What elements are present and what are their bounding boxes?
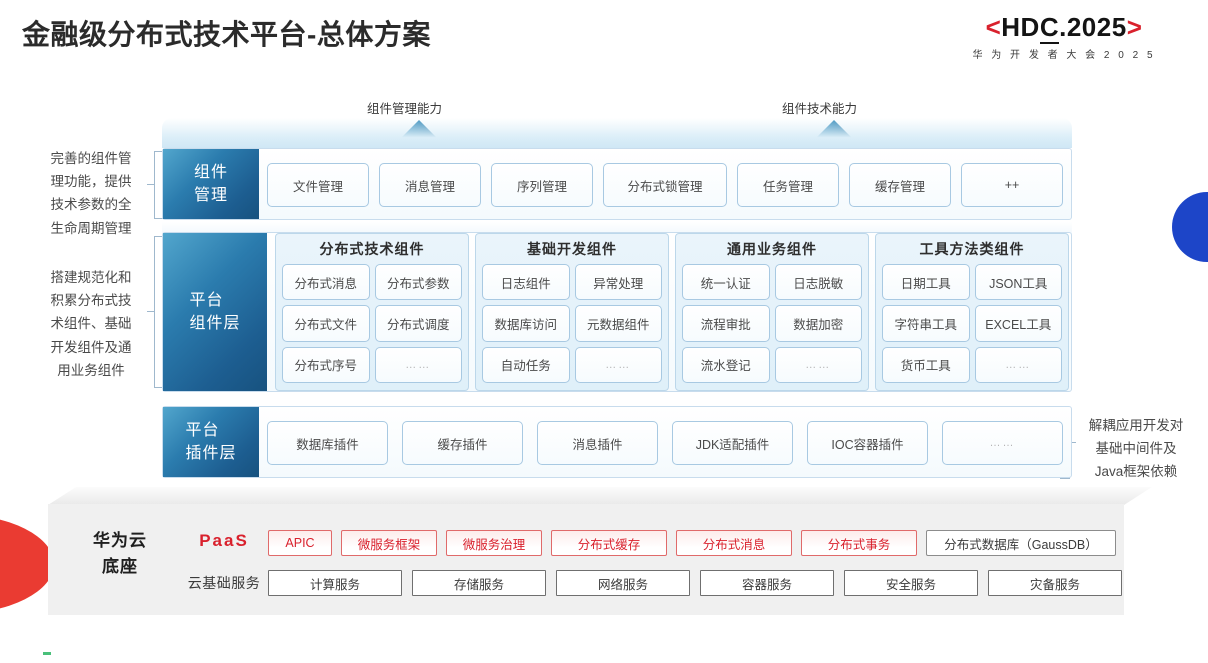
logo-text-c: C <box>1039 12 1060 44</box>
platform-component-layer-row: 平台 组件层 分布式技术组件 分布式消息 分布式参数 分布式文件 分布式调度 分… <box>162 232 1072 392</box>
chip-message-plugin[interactable]: 消息插件 <box>537 421 658 465</box>
chip-more-common-business[interactable]: …… <box>774 346 862 383</box>
paas-chip-distributed-cache[interactable]: 分布式缓存 <box>551 530 667 556</box>
chip-more-tool-method[interactable]: …… <box>974 346 1062 383</box>
cloud-chip-container-service[interactable]: 容器服务 <box>700 570 834 596</box>
chip-distributed-message[interactable]: 分布式消息 <box>282 264 370 301</box>
chip-add-more[interactable]: ++ <box>961 163 1063 207</box>
arrow-label-component-management: 组件管理能力 <box>367 102 443 116</box>
annotation-left-bottom: 搭建规范化和 积累分布式技 术组件、基础 开发组件及通 用业务组件 <box>50 270 132 378</box>
platform-component-layer-side-label: 平台 组件层 <box>163 233 267 391</box>
paas-chip-distributed-database[interactable]: 分布式数据库（GaussDB） <box>926 530 1116 556</box>
cloud-chip-dr-service[interactable]: 灾备服务 <box>988 570 1122 596</box>
chip-distributed-parameter[interactable]: 分布式参数 <box>374 264 462 301</box>
chip-metadata-component[interactable]: 元数据组件 <box>574 305 662 342</box>
bracket-nub-top <box>147 184 154 186</box>
chip-file-management[interactable]: 文件管理 <box>267 163 369 207</box>
chip-json-tool[interactable]: JSON工具 <box>974 264 1062 301</box>
chip-distributed-sequence[interactable]: 分布式序号 <box>282 346 370 383</box>
logo-bracket-right-icon: > <box>1126 12 1143 42</box>
paas-chip-distributed-transaction[interactable]: 分布式事务 <box>801 530 917 556</box>
chip-log-masking[interactable]: 日志脱敏 <box>774 264 862 301</box>
logo-text-hd: HD <box>1001 12 1040 42</box>
paas-label: PaaS <box>199 531 249 550</box>
glow-band-top <box>162 118 1072 148</box>
hdc-logo-subtitle: 华 为 开 发 者 大 会 2 0 2 5 <box>972 50 1156 62</box>
cloud-base-label: 华为云 底座 <box>93 531 147 577</box>
chip-more-plugins[interactable]: …… <box>942 421 1063 465</box>
green-mark-decoration <box>43 652 51 655</box>
group-title-basic-dev: 基础开发组件 <box>527 241 617 257</box>
chip-distributed-lock-management[interactable]: 分布式锁管理 <box>603 163 727 207</box>
chip-auto-task[interactable]: 自动任务 <box>482 346 570 383</box>
chip-unified-auth[interactable]: 统一认证 <box>682 264 770 301</box>
cloud-basic-service-label: 云基础服务 <box>187 575 261 591</box>
component-management-side-label: 组件 管理 <box>163 149 259 219</box>
chip-string-tool[interactable]: 字符串工具 <box>882 305 970 342</box>
platform-plugin-layer-side-label: 平台 插件层 <box>163 407 259 477</box>
annotation-left-top: 完善的组件管 理功能，提供 技术参数的全 生命周期管理 <box>50 151 132 236</box>
paas-chip-microservice-framework[interactable]: 微服务框架 <box>341 530 437 556</box>
chip-jdk-adapter-plugin[interactable]: JDK适配插件 <box>672 421 793 465</box>
chip-message-management[interactable]: 消息管理 <box>379 163 481 207</box>
cloud-base-slab-top <box>48 487 1152 505</box>
red-wedge-decoration <box>0 514 54 614</box>
cloud-chip-network-service[interactable]: 网络服务 <box>556 570 690 596</box>
cloud-chip-compute-service[interactable]: 计算服务 <box>268 570 402 596</box>
logo-text-year: .2025 <box>1059 12 1127 42</box>
chip-task-management[interactable]: 任务管理 <box>737 163 839 207</box>
paas-chip-distributed-message[interactable]: 分布式消息 <box>676 530 792 556</box>
chip-date-tool[interactable]: 日期工具 <box>882 264 970 301</box>
chip-database-access[interactable]: 数据库访问 <box>482 305 570 342</box>
bracket-nub-bottom <box>147 311 154 313</box>
chip-ioc-container-plugin[interactable]: IOC容器插件 <box>807 421 928 465</box>
chip-currency-tool[interactable]: 货币工具 <box>882 346 970 383</box>
platform-plugin-items: 数据库插件 缓存插件 消息插件 JDK适配插件 IOC容器插件 …… <box>267 421 1063 465</box>
group-basic-dev-components: 基础开发组件 日志组件 异常处理 数据库访问 元数据组件 自动任务 …… <box>475 233 669 391</box>
chip-sequence-management[interactable]: 序列管理 <box>491 163 593 207</box>
chip-cache-management[interactable]: 缓存管理 <box>849 163 951 207</box>
chip-transaction-record[interactable]: 流水登记 <box>682 346 770 383</box>
paas-chip-apic[interactable]: APIC <box>268 530 332 556</box>
chip-distributed-file[interactable]: 分布式文件 <box>282 305 370 342</box>
platform-plugin-layer-row: 平台 插件层 数据库插件 缓存插件 消息插件 JDK适配插件 IOC容器插件 …… <box>162 406 1072 478</box>
chip-exception-handling[interactable]: 异常处理 <box>574 264 662 301</box>
chip-more-basic-dev[interactable]: …… <box>574 346 662 383</box>
chip-cache-plugin[interactable]: 缓存插件 <box>402 421 523 465</box>
group-title-common-business: 通用业务组件 <box>727 241 817 257</box>
paas-chip-microservice-governance[interactable]: 微服务治理 <box>446 530 542 556</box>
arrow-label-component-technology: 组件技术能力 <box>782 102 858 116</box>
cloud-base-slab-body <box>48 504 1124 615</box>
blue-circle-decoration <box>1172 192 1208 262</box>
chip-database-plugin[interactable]: 数据库插件 <box>267 421 388 465</box>
chip-excel-tool[interactable]: EXCEL工具 <box>974 305 1062 342</box>
group-common-business-components: 通用业务组件 统一认证 日志脱敏 流程审批 数据加密 流水登记 …… <box>675 233 869 391</box>
group-tool-method-components: 工具方法类组件 日期工具 JSON工具 字符串工具 EXCEL工具 货币工具 …… <box>875 233 1069 391</box>
hdc-logo-main: <HDC.2025> <box>934 12 1194 44</box>
bracket-left-top <box>154 151 164 219</box>
group-title-distributed-tech: 分布式技术组件 <box>319 241 425 257</box>
cloud-chip-security-service[interactable]: 安全服务 <box>844 570 978 596</box>
group-title-tool-method: 工具方法类组件 <box>919 241 1025 257</box>
page-title: 金融级分布式技术平台-总体方案 <box>22 19 431 50</box>
component-management-items: 文件管理 消息管理 序列管理 分布式锁管理 任务管理 缓存管理 ++ <box>267 163 1063 207</box>
bracket-nub-right <box>1069 442 1076 444</box>
logo-bracket-left-icon: < <box>985 12 1002 42</box>
group-distributed-tech-components: 分布式技术组件 分布式消息 分布式参数 分布式文件 分布式调度 分布式序号 …… <box>275 233 469 391</box>
annotation-right: 解耦应用开发对 基础中间件及 Java框架依赖 <box>1088 418 1184 480</box>
chip-process-approval[interactable]: 流程审批 <box>682 305 770 342</box>
hdc-logo: <HDC.2025> 华 为 开 发 者 大 会 2 0 2 5 <box>934 12 1194 62</box>
chip-data-encryption[interactable]: 数据加密 <box>774 305 862 342</box>
bracket-left-bottom <box>154 236 164 388</box>
chip-log-component[interactable]: 日志组件 <box>482 264 570 301</box>
chip-distributed-schedule[interactable]: 分布式调度 <box>374 305 462 342</box>
chip-more-distributed[interactable]: …… <box>374 346 462 383</box>
cloud-chip-storage-service[interactable]: 存储服务 <box>412 570 546 596</box>
component-management-row: 组件 管理 文件管理 消息管理 序列管理 分布式锁管理 任务管理 缓存管理 ++ <box>162 148 1072 220</box>
